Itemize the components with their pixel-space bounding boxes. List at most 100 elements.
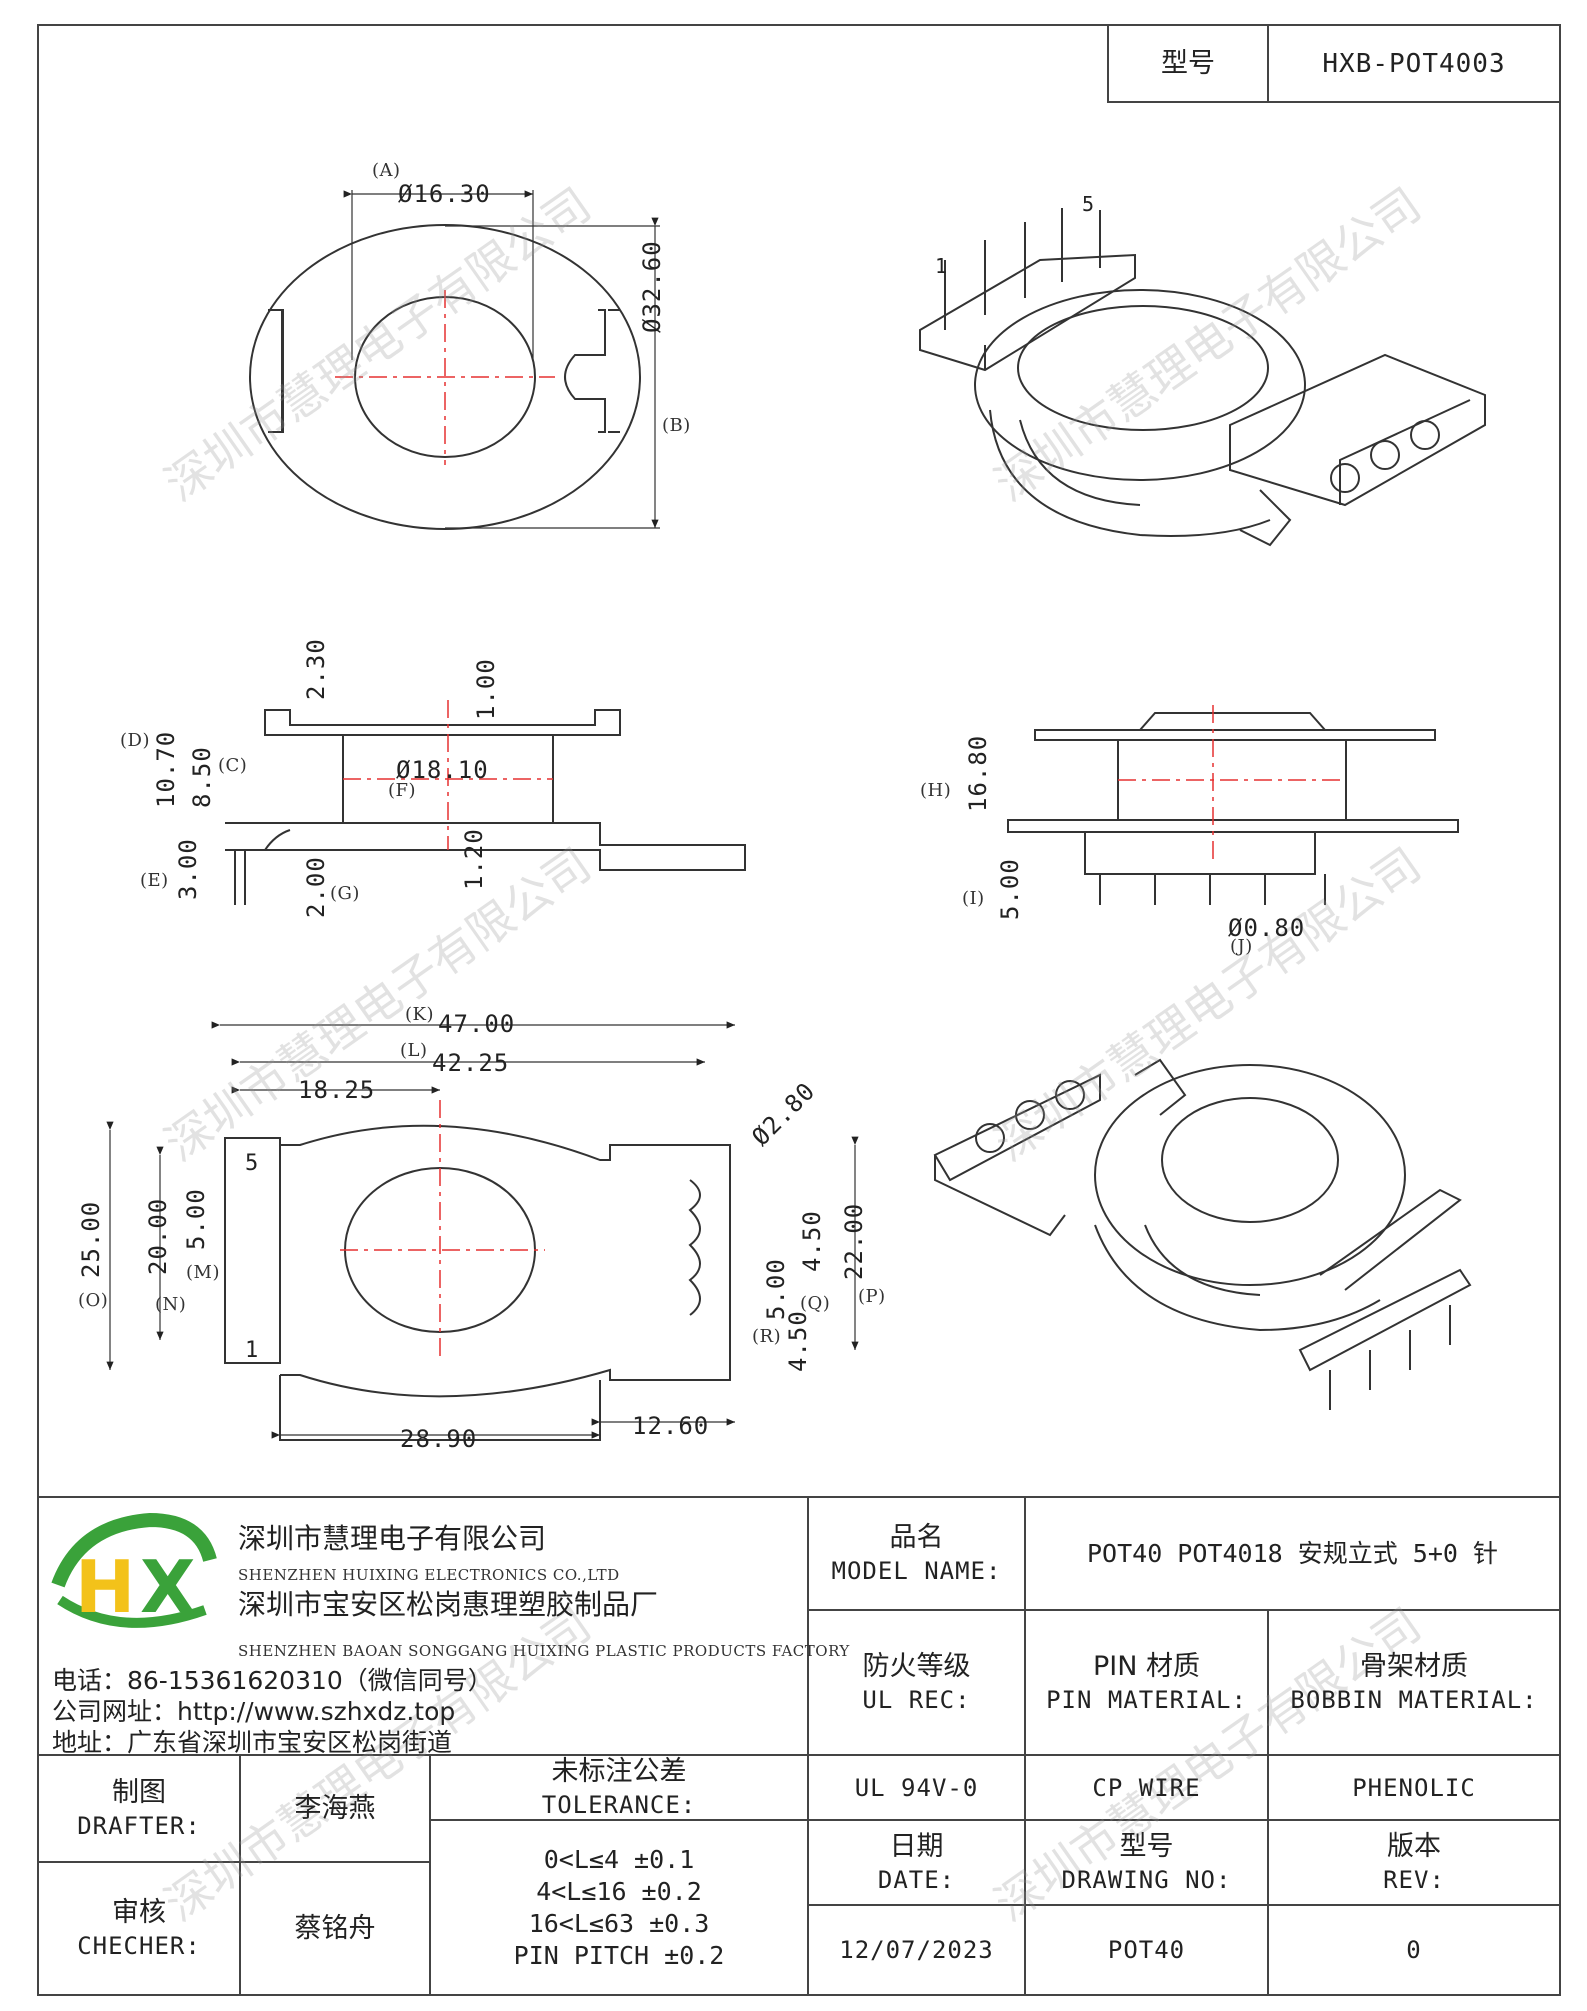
tolerance-line: 0<L≤4 ±0.1: [543, 1844, 695, 1874]
dim-value-a: Ø16.30: [398, 180, 491, 208]
bobbin-material-header: 骨架材质 BOBBIN MATERIAL:: [1268, 1610, 1560, 1755]
svg-text:H: H: [75, 1545, 135, 1629]
dim-value-f: Ø18.10: [396, 756, 489, 784]
dim-label-g: (G): [330, 883, 360, 904]
dim-value-k: 47.00: [438, 1010, 516, 1038]
company-logo: H X: [51, 1512, 217, 1629]
dim-label-p: (P): [858, 1286, 886, 1307]
dim-value-100: 1.00: [472, 658, 500, 720]
factory-name-en: SHENZHEN BAOAN SONGGANG HUIXING PLASTIC …: [238, 1642, 850, 1660]
dim-label-a: (A): [372, 160, 401, 181]
front-view: [1007, 712, 1459, 905]
dim-label-e: (E): [140, 870, 169, 891]
dim-value-l: 42.25: [432, 1049, 510, 1077]
dim-label-h: (H): [920, 780, 952, 801]
fire-rating-value: UL 94V-0: [854, 1773, 979, 1802]
dim-label-i: (I): [962, 888, 985, 909]
pin-material-header: PIN 材质 PIN MATERIAL:: [1025, 1610, 1268, 1755]
dim-label-m: (M): [186, 1262, 220, 1283]
dim-label-o: (O): [78, 1290, 109, 1311]
dim-value-n: 20.00: [144, 1197, 172, 1275]
drafter-name: 李海燕: [294, 1792, 376, 1824]
dim-label-q: (Q): [800, 1293, 831, 1314]
pin-material-cn: PIN 材质: [1092, 1650, 1201, 1682]
tolerance-en: TOLERANCE:: [541, 1790, 697, 1819]
company-website: 公司网址：http://www.szhxdz.top: [52, 1697, 456, 1726]
dim-value-j: Ø0.80: [1228, 914, 1306, 942]
bottom-view: [224, 1124, 731, 1441]
fire-rating-header: 防火等级 UL REC:: [808, 1610, 1025, 1755]
checker-en: CHECHER:: [77, 1931, 201, 1960]
dim-label-d: (D): [120, 730, 150, 751]
dim-value-h: 16.80: [964, 734, 992, 812]
drawing-no-header: 型号 DRAWING NO:: [1025, 1820, 1268, 1905]
bobbin-material-en: BOBBIN MATERIAL:: [1290, 1685, 1538, 1714]
dim-value-g: 2.00: [302, 856, 330, 918]
dim-value-b: Ø32.60: [638, 240, 666, 333]
dim-value-1825: 18.25: [298, 1076, 376, 1104]
drawing-no-en: DRAWING NO:: [1061, 1865, 1232, 1894]
dim-value-i: 5.00: [996, 858, 1024, 920]
dim-value-q: 4.50: [798, 1210, 826, 1272]
model-name-value: POT40 POT4018 安规立式 5+0 针: [1087, 1538, 1498, 1568]
checker-cn: 审核: [112, 1896, 166, 1928]
model-name-header: 品名 MODEL NAME:: [808, 1497, 1025, 1610]
company-address: 地址：广东省深圳市宝安区松岗街道: [52, 1728, 453, 1757]
date-cn: 日期: [889, 1830, 944, 1862]
revision-cn: 版本: [1387, 1830, 1441, 1862]
iso-view-2: [933, 1058, 1472, 1410]
iso-pin-1-label: 1: [935, 254, 949, 278]
factory-name-cn: 深圳市宝安区松岗惠理塑胶制品厂: [238, 1588, 659, 1621]
drafter-cn: 制图: [112, 1776, 166, 1808]
dim-value-m: 5.00: [182, 1188, 210, 1250]
drafter-en: DRAFTER:: [77, 1811, 201, 1840]
revision-value: 0: [1406, 1936, 1422, 1964]
tolerance-list: 0<L≤4 ±0.1 4<L≤16 ±0.2 16<L≤63 ±0.3 PIN …: [430, 1820, 808, 1995]
date-value: 12/07/2023: [839, 1936, 994, 1964]
pin-material-en: PIN MATERIAL:: [1046, 1685, 1247, 1714]
dim-value-e: 3.00: [174, 838, 202, 900]
checker-header: 审核 CHECHER:: [38, 1862, 240, 1995]
model-box: [1107, 24, 1561, 103]
model-label: 型号: [1161, 47, 1215, 79]
dim-value-230: 2.30: [302, 638, 330, 700]
date-header: 日期 DATE:: [808, 1820, 1025, 1905]
tolerance-cn: 未标注公差: [551, 1755, 687, 1787]
dim-value-d: 10.70: [152, 730, 180, 808]
drafter-header: 制图 DRAFTER:: [38, 1755, 240, 1862]
iso-pin-5-label: 5: [1082, 192, 1096, 216]
revision-header: 版本 REV:: [1268, 1820, 1560, 1905]
bobbin-material-cn: 骨架材质: [1360, 1650, 1468, 1682]
drawing-no-value: POT40: [1107, 1936, 1186, 1964]
dim-label-k: (K): [405, 1004, 434, 1025]
company-name-cn: 深圳市慧理电子有限公司: [238, 1522, 547, 1555]
dim-label-b: (B): [662, 415, 691, 436]
sheet-border: [37, 24, 1561, 1996]
fire-rating-en: UL REC:: [862, 1685, 971, 1714]
dim-label-j: (J): [1230, 936, 1253, 957]
bobbin-material-value: PHENOLIC: [1352, 1773, 1476, 1802]
dim-value-o: 25.00: [77, 1200, 105, 1278]
dim-label-n: (N): [155, 1294, 187, 1315]
company-phone: 电话：86-15361620310（微信同号）: [52, 1666, 493, 1695]
pin-5-label: 5: [245, 1151, 260, 1176]
dim-label-l: (L): [400, 1040, 428, 1061]
tolerance-line: 4<L≤16 ±0.2: [536, 1876, 702, 1906]
pin-1-label: 1: [245, 1338, 260, 1363]
model-name-cn: 品名: [889, 1521, 944, 1553]
dim-value-c: 8.50: [188, 746, 216, 808]
top-view: [249, 224, 641, 530]
revision-en: REV:: [1383, 1865, 1445, 1894]
dim-value-2890: 28.90: [400, 1425, 478, 1453]
company-name-en: SHENZHEN HUIXING ELECTRONICS CO.,LTD: [238, 1566, 620, 1584]
dim-value-p: 22.00: [840, 1202, 868, 1280]
svg-text:X: X: [140, 1545, 196, 1629]
dim-label-c: (C): [218, 755, 248, 776]
model-name-en: MODEL NAME:: [831, 1556, 1002, 1585]
date-en: DATE:: [877, 1865, 956, 1894]
tolerance-line: 16<L≤63 ±0.3: [528, 1908, 710, 1938]
title-block: [38, 1496, 1560, 1995]
dim-value-1260: 12.60: [632, 1412, 710, 1440]
drawing-no-cn: 型号: [1119, 1830, 1174, 1862]
